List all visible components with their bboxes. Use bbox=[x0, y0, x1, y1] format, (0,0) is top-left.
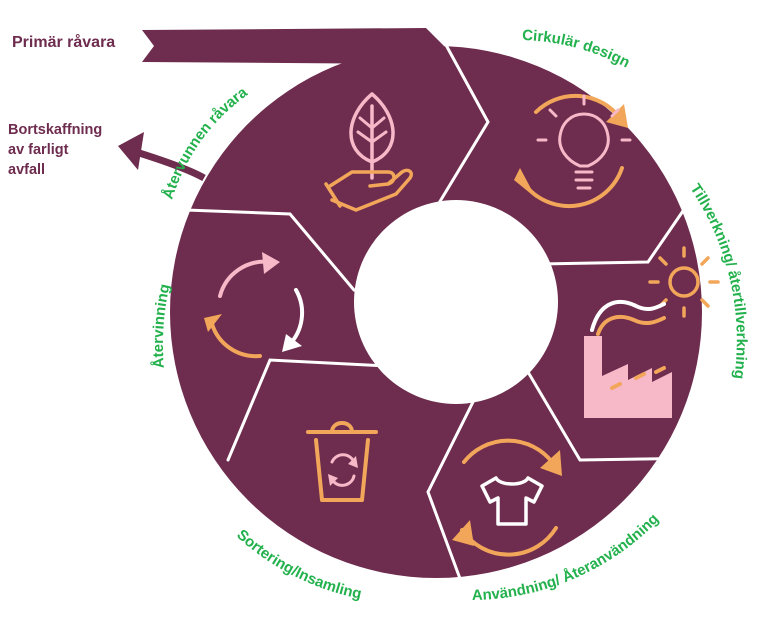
hazardous-waste-line: av farligt bbox=[8, 142, 69, 158]
hazardous-waste-line: Bortskaffning bbox=[8, 122, 103, 138]
stage-label-recycling: Återvinning bbox=[150, 282, 174, 369]
factory-sun-icon bbox=[584, 246, 720, 418]
leaf-hand-icon bbox=[324, 92, 414, 212]
recycle-arrows-icon bbox=[204, 252, 305, 359]
segment-dividers bbox=[184, 32, 714, 586]
cycle-ring bbox=[170, 46, 702, 578]
recycle-bin-icon bbox=[306, 421, 378, 502]
primary-input-label: Primär råvara bbox=[12, 34, 116, 51]
stage-label-circular-design: Cirkulär design bbox=[522, 27, 633, 71]
hazardous-waste-line: avfall bbox=[8, 162, 46, 178]
hazardous-waste-arrow bbox=[118, 132, 206, 182]
lightbulb-cycle-icon bbox=[514, 93, 632, 209]
hazardous-waste-label: Bortskaffning av farligt avfall bbox=[8, 120, 138, 180]
tshirt-cycle-icon bbox=[452, 438, 562, 557]
center-hole bbox=[354, 200, 558, 404]
